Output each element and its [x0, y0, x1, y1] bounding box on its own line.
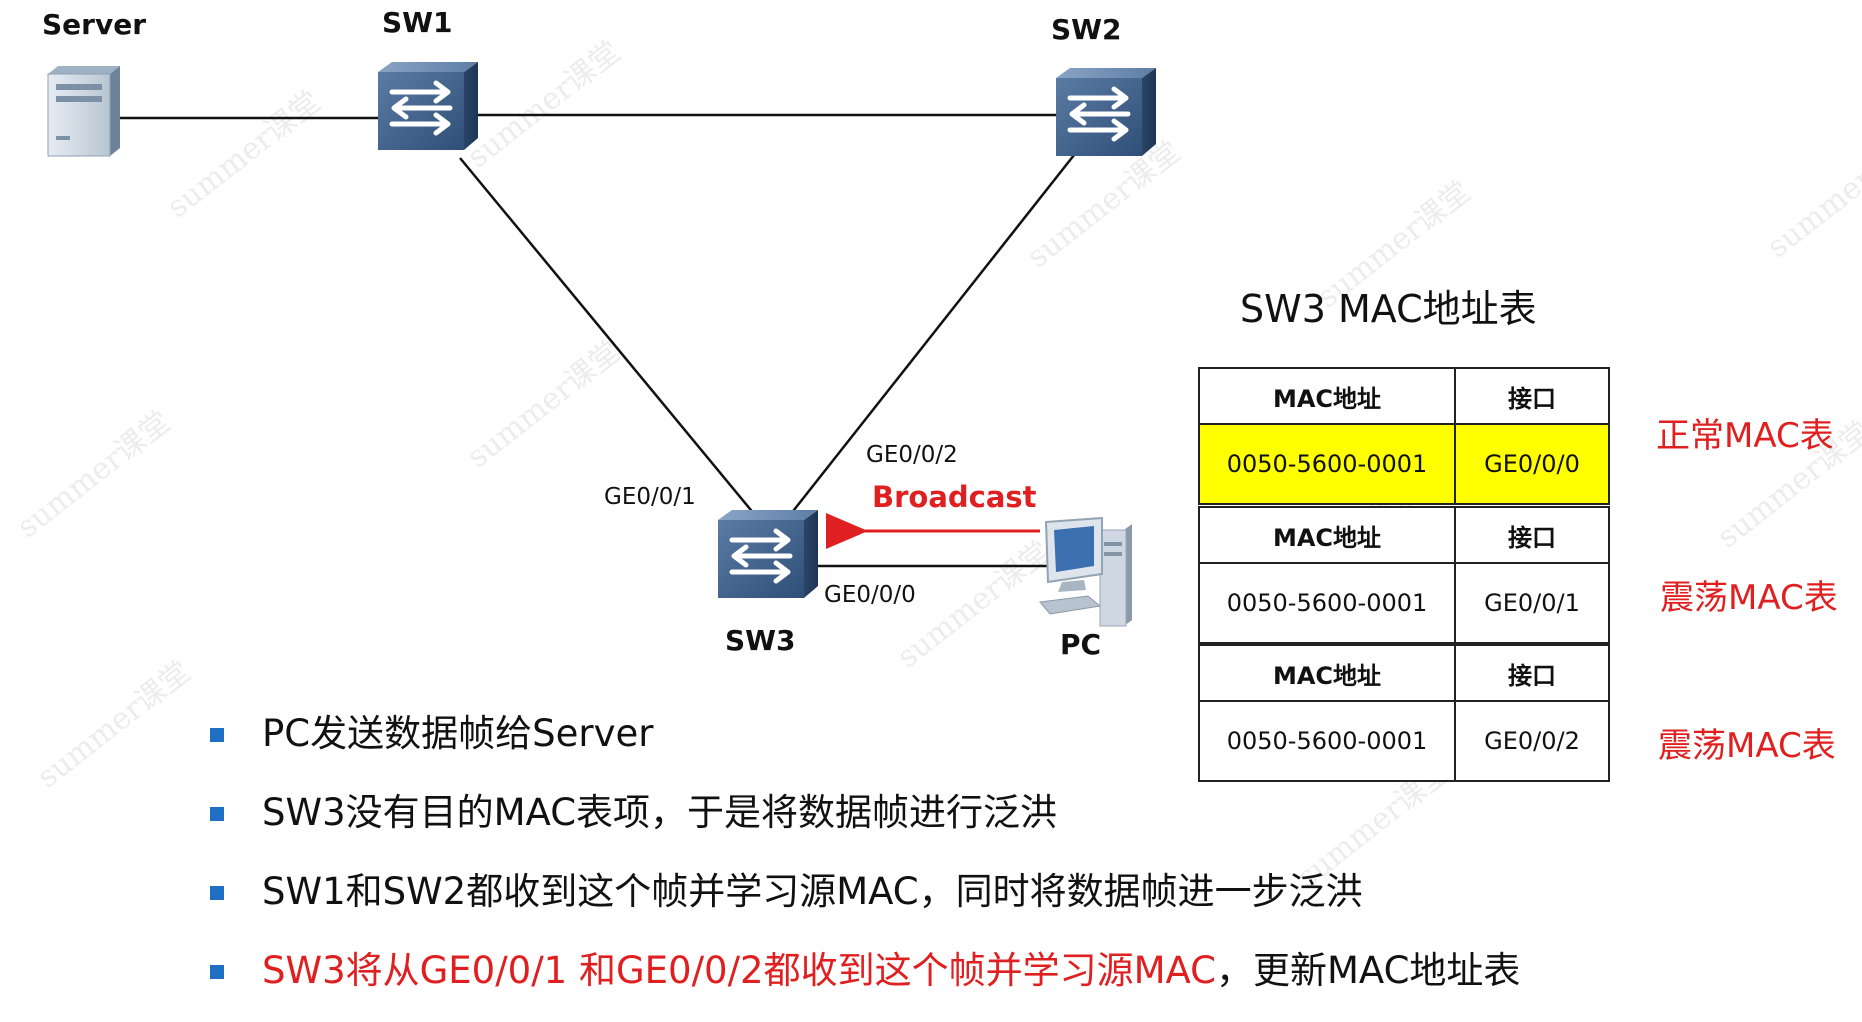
mac-table-flap-1: MAC地址 接口 0050-5600-0001 GE0/0/1 [1198, 506, 1610, 644]
header-mac: MAC地址 [1198, 367, 1456, 425]
label-sw3: SW3 [725, 624, 796, 657]
bullet-item: SW1和SW2都收到这个帧并学习源MAC，同时将数据帧进一步泛洪 [210, 864, 1520, 943]
label-sw2: SW2 [1051, 13, 1122, 46]
cell-mac: 0050-5600-0001 [1198, 562, 1456, 644]
pc-icon [1039, 516, 1132, 627]
mac-table-title: SW3 MAC地址表 [1240, 287, 1537, 331]
header-port: 接口 [1454, 506, 1610, 564]
header-port: 接口 [1454, 367, 1610, 425]
bullet-item-highlight: SW3将从GE0/0/1 和GE0/0/2都收到这个帧并学习源MAC，更新MAC… [210, 943, 1520, 1022]
mac-table-normal: MAC地址 接口 0050-5600-0001 GE0/0/0 [1198, 367, 1610, 505]
bullet-item: SW3没有目的MAC表项，于是将数据帧进行泛洪 [210, 785, 1520, 864]
port-label-ge000: GE0/0/0 [824, 582, 916, 608]
bullet-text: SW1和SW2都收到这个帧并学习源MAC，同时将数据帧进一步泛洪 [262, 870, 1363, 913]
label-pc: PC [1060, 628, 1102, 661]
cell-mac: 0050-5600-0001 [1198, 700, 1456, 782]
bullet-text-red: SW3将从GE0/0/1 和GE0/0/2都收到这个帧并学习源MAC [262, 949, 1216, 992]
bullet-marker [210, 807, 224, 821]
header-mac: MAC地址 [1198, 506, 1456, 564]
cell-port: GE0/0/2 [1454, 700, 1610, 782]
bullet-text: PC发送数据帧给Server [262, 712, 654, 755]
header-port: 接口 [1454, 644, 1610, 702]
bullet-marker [210, 728, 224, 742]
state-label-flap-1: 震荡MAC表 [1660, 578, 1838, 618]
server-icon [47, 66, 120, 157]
bullet-marker [210, 965, 224, 979]
link-sw1-sw3 [459, 157, 756, 516]
cell-mac: 0050-5600-0001 [1198, 423, 1456, 505]
bullet-item: PC发送数据帧给Server [210, 706, 1520, 785]
cell-port: GE0/0/0 [1454, 423, 1610, 505]
broadcast-label: Broadcast [872, 480, 1037, 514]
link-sw2-sw3 [789, 149, 1079, 516]
mac-table-flap-2: MAC地址 接口 0050-5600-0001 GE0/0/2 [1198, 644, 1610, 782]
label-sw1: SW1 [382, 6, 453, 39]
switch-icon [1056, 68, 1156, 156]
bullet-text: SW3没有目的MAC表项，于是将数据帧进行泛洪 [262, 791, 1058, 834]
bullet-list: PC发送数据帧给Server SW3没有目的MAC表项，于是将数据帧进行泛洪 S… [210, 706, 1520, 1022]
switch-icon [378, 62, 478, 150]
bullet-text-rest: ，更新MAC地址表 [1216, 949, 1521, 992]
switch-icon [718, 510, 818, 598]
bullet-marker [210, 886, 224, 900]
port-label-ge002: GE0/0/2 [866, 442, 958, 468]
state-label-flap-2: 震荡MAC表 [1658, 726, 1836, 766]
links [118, 113, 1079, 568]
state-label-normal: 正常MAC表 [1656, 416, 1834, 456]
label-server: Server [42, 8, 147, 41]
cell-port: GE0/0/1 [1454, 562, 1610, 644]
header-mac: MAC地址 [1198, 644, 1456, 702]
port-label-ge001: GE0/0/1 [604, 484, 696, 510]
